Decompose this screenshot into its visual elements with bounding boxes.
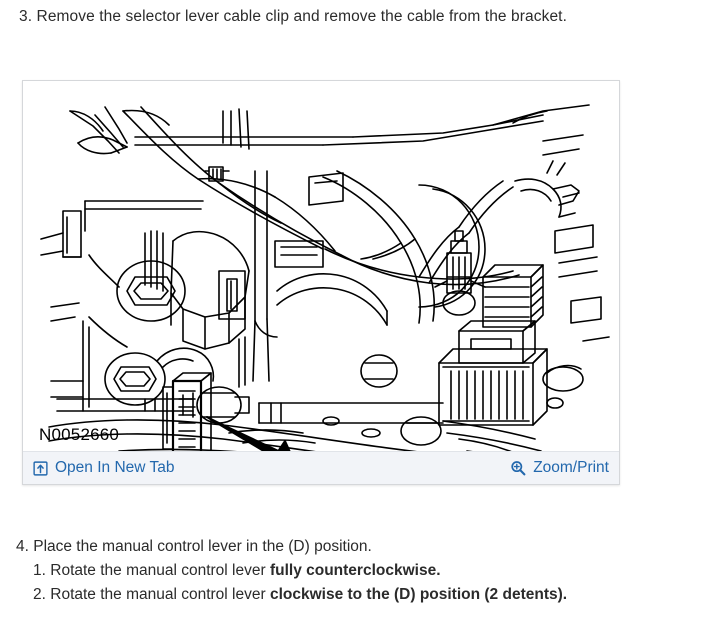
magnifier-plus-icon — [510, 460, 526, 476]
step-4-substep-1: 1. Rotate the manual control lever fully… — [33, 560, 716, 581]
figure-image-area[interactable]: N0052660 — [23, 81, 619, 451]
substep-1-text: Rotate the manual control lever — [50, 562, 270, 579]
figure-panel: N0052660 Open In New Tab — [22, 80, 620, 485]
substep-2-text: Rotate the manual control lever — [50, 586, 270, 603]
step-3-text: 3. Remove the selector lever cable clip … — [19, 8, 567, 25]
transmission-valve-body-illustration — [23, 81, 619, 451]
step-4-substep-2: 2. Rotate the manual control lever clock… — [33, 584, 716, 605]
open-in-new-tab-label: Open In New Tab — [55, 459, 175, 476]
substep-1-number: 1. — [33, 562, 46, 579]
figure-toolbar: Open In New Tab Zoom/Print — [23, 451, 619, 484]
zoom-print-label: Zoom/Print — [533, 459, 609, 476]
step-4-text: 4. Place the manual control lever in the… — [16, 538, 372, 555]
open-in-new-tab-link[interactable]: Open In New Tab — [32, 459, 174, 477]
open-in-new-tab-icon — [32, 460, 48, 476]
bottom-steps: 4. Place the manual control lever in the… — [0, 536, 716, 605]
indicator-arrow — [206, 416, 291, 451]
substep-2-number: 2. — [33, 586, 46, 603]
substep-2-emphasis: clockwise to the (D) position (2 detents… — [269, 586, 568, 603]
zoom-print-link[interactable]: Zoom/Print — [510, 459, 609, 477]
substep-1-emphasis: fully counterclockwise. — [269, 562, 441, 579]
